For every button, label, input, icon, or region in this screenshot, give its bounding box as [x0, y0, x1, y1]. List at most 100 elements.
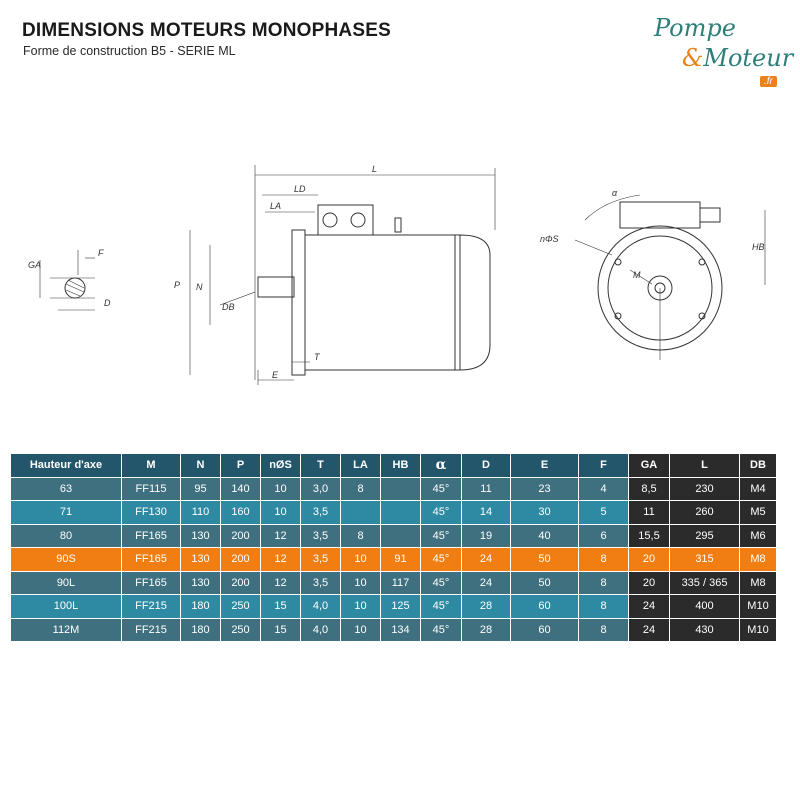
page-title: DIMENSIONS MOTEURS MONOPHASES [22, 20, 391, 41]
table-cell: 28 [461, 617, 511, 642]
table-cell: 3,5 [300, 570, 341, 595]
table-cell: 3,5 [300, 523, 341, 548]
table-cell: 250 [220, 594, 261, 619]
table-cell: 4 [578, 476, 629, 501]
label-l: L [372, 164, 377, 174]
motor-front-view-drawing [574, 194, 766, 360]
col-header: GA [628, 453, 670, 478]
table-cell: 28 [461, 594, 511, 619]
table-cell: 4,0 [300, 594, 341, 619]
table-cell: 63 [10, 476, 122, 501]
table-cell: 200 [220, 547, 261, 572]
table-cell: 125 [380, 594, 421, 619]
table-cell: 335 / 365 [669, 570, 740, 595]
col-header: M [121, 453, 181, 478]
table-cell: 8 [578, 547, 629, 572]
table-cell: 130 [180, 523, 221, 548]
table-cell: 15 [260, 594, 301, 619]
table-cell: 91 [380, 547, 421, 572]
table-cell: 10 [260, 500, 301, 525]
table-cell: 12 [260, 570, 301, 595]
table-cell: 130 [180, 570, 221, 595]
table-cell: 110 [180, 500, 221, 525]
table-cell: 295 [669, 523, 740, 548]
col-header: Hauteur d'axe [10, 453, 122, 478]
table-cell: 24 [461, 570, 511, 595]
col-header: L [669, 453, 740, 478]
table-cell: FF130 [121, 500, 181, 525]
table-cell: 8 [340, 523, 381, 548]
col-header: α [420, 453, 462, 478]
table-cell: 11 [628, 500, 670, 525]
table-cell: 15,5 [628, 523, 670, 548]
table-cell: 12 [260, 547, 301, 572]
label-ga: GA [28, 260, 41, 270]
table-cell: 95 [180, 476, 221, 501]
table-cell: 180 [180, 594, 221, 619]
table-cell: 430 [669, 617, 740, 642]
motor-side-view-drawing [189, 165, 496, 385]
label-db: DB [222, 302, 235, 312]
label-m: M [633, 270, 641, 280]
logo-word-pompe: Pompe [654, 14, 736, 42]
table-cell: 230 [669, 476, 740, 501]
col-header: P [220, 453, 261, 478]
table-cell: M8 [739, 547, 777, 572]
table-cell: M10 [739, 594, 777, 619]
label-ld: LD [294, 184, 306, 194]
logo-word-moteur: &Moteur [682, 44, 793, 72]
table-cell: 10 [340, 547, 381, 572]
label-e: E [272, 370, 279, 380]
col-header: E [510, 453, 579, 478]
table-cell: FF215 [121, 617, 181, 642]
dimensions-table: Hauteur d'axe M N P nØS T LA HB α D E F … [10, 453, 777, 642]
table-cell [380, 476, 421, 501]
table-cell: 10 [260, 476, 301, 501]
label-p: P [174, 280, 180, 290]
table-cell: 8 [578, 594, 629, 619]
table-cell: 10 [340, 617, 381, 642]
table-cell: M6 [739, 523, 777, 548]
table-cell: 260 [669, 500, 740, 525]
table-cell: 24 [628, 617, 670, 642]
table-header-row: Hauteur d'axe M N P nØS T LA HB α D E F … [10, 453, 777, 478]
table-cell: 8 [578, 570, 629, 595]
table-cell: 134 [380, 617, 421, 642]
label-t: T [314, 352, 321, 362]
label-alpha: α [612, 188, 618, 198]
table-cell: 4,0 [300, 617, 341, 642]
table-cell [380, 500, 421, 525]
table-cell: FF115 [121, 476, 181, 501]
table-cell: 50 [510, 547, 579, 572]
table-cell: 11 [461, 476, 511, 501]
table-cell: 140 [220, 476, 261, 501]
table-cell: 10 [340, 570, 381, 595]
label-n: N [196, 282, 203, 292]
table-cell: M4 [739, 476, 777, 501]
table-cell: 8 [340, 476, 381, 501]
col-header: HB [380, 453, 421, 478]
table-cell: FF215 [121, 594, 181, 619]
table-cell: 12 [260, 523, 301, 548]
table-cell: 100L [10, 594, 122, 619]
label-d: D [104, 298, 111, 308]
table-cell: 160 [220, 500, 261, 525]
logo-suffix: .fr [760, 76, 777, 87]
col-header: T [300, 453, 341, 478]
table-cell: FF165 [121, 547, 181, 572]
label-f: F [98, 248, 104, 258]
table-cell: 45° [420, 500, 462, 525]
table-cell: 60 [510, 594, 579, 619]
col-header: F [578, 453, 629, 478]
brand-logo: Pompe &Moteur .fr [652, 14, 793, 94]
table-cell: 23 [510, 476, 579, 501]
col-header: D [461, 453, 511, 478]
table-cell: 20 [628, 547, 670, 572]
logo-ampersand: & [682, 44, 704, 72]
table-cell: 250 [220, 617, 261, 642]
